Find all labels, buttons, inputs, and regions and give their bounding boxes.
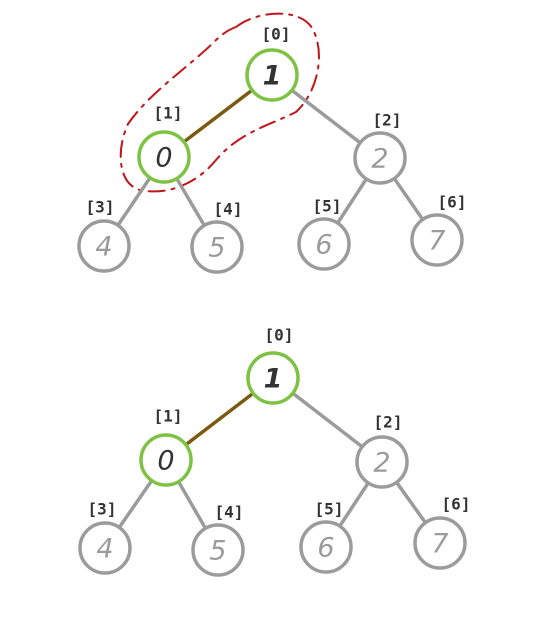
tree-node: 4 [3] xyxy=(77,198,131,273)
tree-edge-1-4 xyxy=(174,176,207,228)
node-circle xyxy=(245,48,299,102)
tree-edge-0-1 xyxy=(182,88,254,144)
node-circle xyxy=(77,219,131,273)
tree-node: 6 [5] xyxy=(297,197,351,271)
node-circle xyxy=(139,433,193,487)
tree-edge-1-3 xyxy=(117,478,154,530)
node-index-label: [1] xyxy=(154,104,183,123)
node-index-label: [6] xyxy=(442,495,471,514)
node-value: 5 xyxy=(208,233,225,264)
node-index-label: [1] xyxy=(154,407,183,426)
node-circle xyxy=(353,131,407,185)
selection-outline xyxy=(119,12,320,193)
node-value: 5 xyxy=(209,536,226,567)
tree-node: 2 [2] xyxy=(355,413,409,489)
tree-node: 4 [3] xyxy=(78,500,132,575)
node-index-label: [3] xyxy=(86,198,115,217)
node-circle xyxy=(355,435,409,489)
tree-node: 2 [2] xyxy=(353,111,407,185)
tree-edge-2-5 xyxy=(335,177,369,225)
node-index-label: [0] xyxy=(265,326,294,345)
node-index-label: [0] xyxy=(262,25,291,44)
node-value: 1 xyxy=(263,61,282,92)
tree-node: 1 [0] xyxy=(246,326,300,405)
tree-edge-0-2 xyxy=(291,391,364,449)
node-value: 4 xyxy=(96,534,113,565)
node-circle xyxy=(78,521,132,575)
tree-node: 5 [4] xyxy=(190,200,244,274)
heap-tree-1: 1 [0] 0 [1] 2 [2] 4 [3] 5 [4] 6 [5] 7 [6] xyxy=(77,12,467,274)
node-index-label: [5] xyxy=(315,500,344,519)
tree-node: 1 [0] xyxy=(245,25,299,102)
node-value: 6 xyxy=(317,533,334,564)
node-index-label: [2] xyxy=(373,111,402,130)
tree-edge-0-1 xyxy=(184,391,255,447)
node-value: 4 xyxy=(95,232,112,263)
heap-tree-2: 1 [0] 0 [1] 2 [2] 4 [3] 5 [4] 6 [5] 7 [6] xyxy=(78,326,471,577)
node-value: 6 xyxy=(315,230,332,261)
node-circle xyxy=(190,220,244,274)
node-index-label: [4] xyxy=(215,503,244,522)
tree-node: 0 [1] xyxy=(139,407,193,487)
node-circle xyxy=(299,520,353,574)
node-value: 7 xyxy=(431,529,448,560)
node-circle xyxy=(191,523,245,577)
node-circle xyxy=(413,516,467,570)
node-value: 2 xyxy=(371,144,388,175)
node-value: 0 xyxy=(157,446,174,477)
tree-node: 7 [6] xyxy=(413,495,471,570)
tree-node: 5 [4] xyxy=(191,503,245,577)
tree-node: 7 [6] xyxy=(410,193,467,267)
tree-edge-2-6 xyxy=(392,176,425,222)
tree-edge-1-4 xyxy=(176,479,208,531)
tree-edge-2-6 xyxy=(394,480,428,525)
node-index-label: [5] xyxy=(313,197,342,216)
node-value: 0 xyxy=(155,143,172,174)
node-index-label: [3] xyxy=(88,500,117,519)
node-circle xyxy=(410,213,464,267)
node-circle xyxy=(246,351,300,405)
tree-edge-0-2 xyxy=(290,88,362,145)
node-circle xyxy=(297,217,351,271)
tree-node: 6 [5] xyxy=(299,500,353,574)
node-index-label: [4] xyxy=(214,200,243,219)
node-value: 1 xyxy=(264,364,283,395)
node-value: 7 xyxy=(428,226,445,257)
node-value: 2 xyxy=(373,448,390,479)
tree-edge-1-3 xyxy=(116,175,152,228)
node-circle xyxy=(137,130,191,184)
tree-node: 0 [1] xyxy=(137,104,191,184)
tree-edge-2-5 xyxy=(338,481,370,528)
node-index-label: [6] xyxy=(438,193,467,212)
node-index-label: [2] xyxy=(374,413,403,432)
